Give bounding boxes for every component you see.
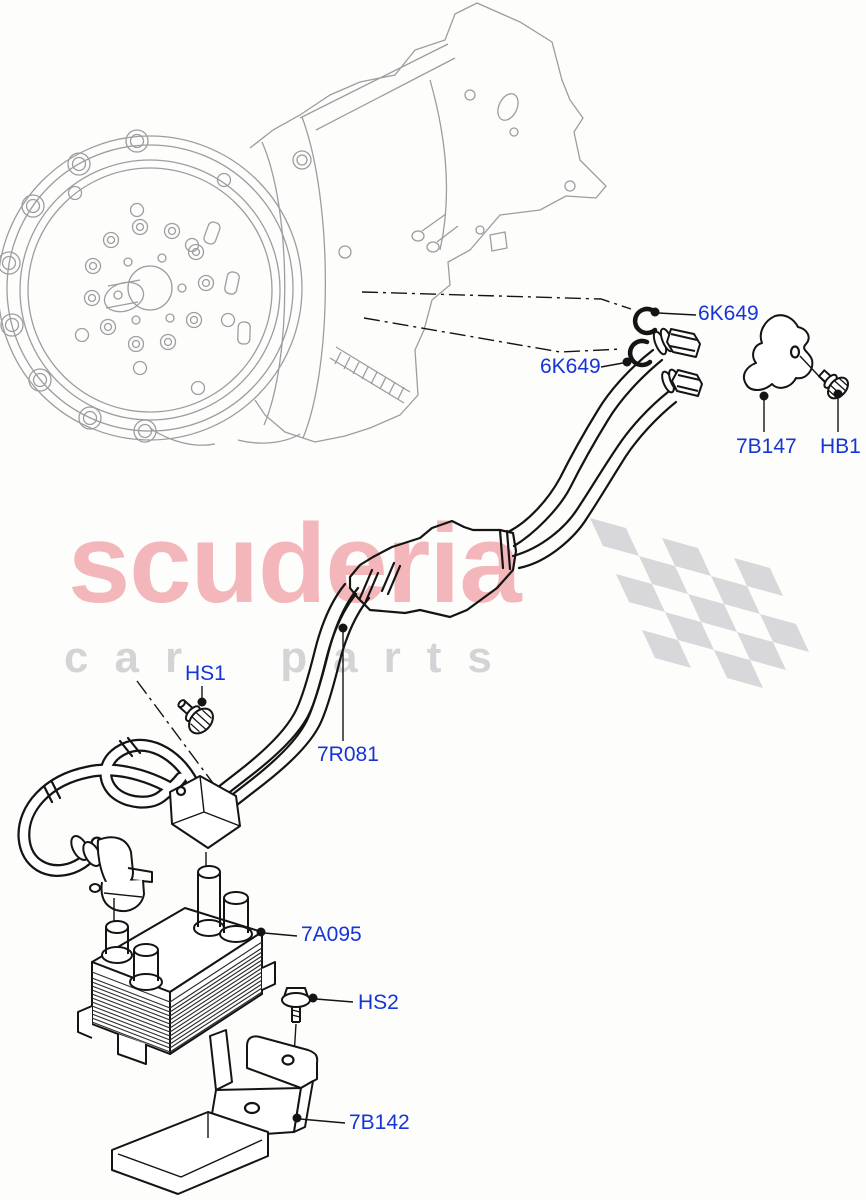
flange-bolt-holes [0,129,251,443]
part-label-hs1: HS1 [185,662,226,685]
transmission-assembly-drawing [0,2,607,446]
tube-bracket-7b147 [742,314,831,391]
watermark-brand: scuderia [68,501,522,626]
part-label-hs2: HS2 [358,991,399,1014]
manifold-connector [113,775,241,922]
callout-leader-lines [197,307,843,1124]
bolt-hs1 [177,699,214,735]
part-label-6k649-lower: 6K649 [540,355,601,378]
part-label-7a095: 7A095 [301,923,362,946]
part-label-hb1: HB1 [820,435,861,458]
hose-assembly [17,736,203,912]
watermark-tagline: car parts [64,633,518,682]
bolt-hb1 [817,369,849,400]
part-label-7r081: 7R081 [317,743,379,766]
part-label-7b147: 7B147 [736,435,797,458]
watermark-checkered-flag [590,518,809,688]
retaining-clips-6k649 [627,306,658,368]
converter-bolt-ring [83,218,215,353]
oil-cooler-7a095 [77,865,276,1065]
oil-cooler-tube-lines [202,348,678,814]
part-label-6k649-upper: 6K649 [698,302,759,325]
tube-insulation-sleeve [348,519,518,619]
part-label-7b142: 7B142 [349,1111,410,1134]
